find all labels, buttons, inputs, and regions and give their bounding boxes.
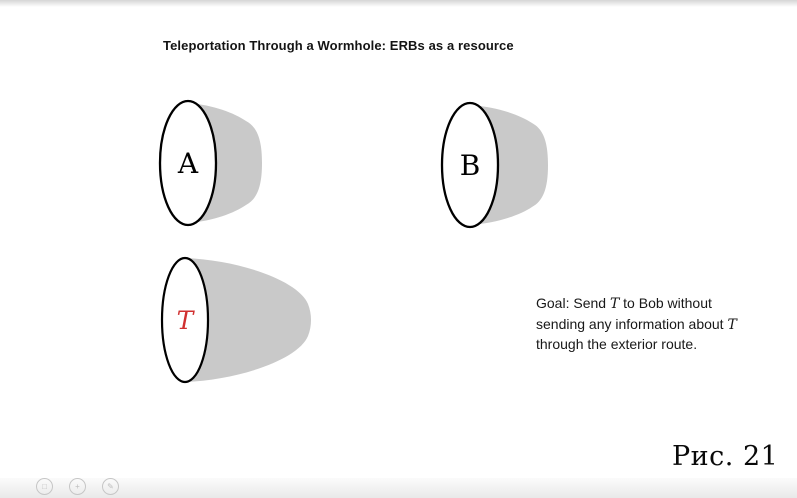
wormhole-b-figure: B xyxy=(440,101,548,229)
zoom-icon[interactable]: + xyxy=(69,478,86,495)
wormhole-b-label: B xyxy=(460,149,481,182)
teleportee-symbol-inline-1: T xyxy=(609,296,620,312)
overview-icon-glyph: □ xyxy=(42,481,47,491)
goal-text: Goal: Send T to Bob without sending any … xyxy=(536,294,750,355)
annotate-icon[interactable]: ✎ xyxy=(102,478,119,495)
bottom-window-edge xyxy=(0,478,797,498)
figure-caption: Рис. 21 xyxy=(672,441,779,472)
wormhole-t-mouth xyxy=(160,256,210,384)
wormhole-a-mouth xyxy=(158,99,218,227)
viewer-toolbar: □ + ✎ xyxy=(36,478,119,495)
zoom-icon-glyph: + xyxy=(75,481,80,491)
wormhole-a-figure: A xyxy=(158,99,262,227)
wormhole-t-figure: T xyxy=(160,256,311,384)
wormhole-b-mouth xyxy=(440,101,500,229)
wormhole-a-label: A xyxy=(177,147,199,180)
slide-title: Teleportation Through a Wormhole: ERBs a… xyxy=(163,38,514,53)
top-window-edge xyxy=(0,0,797,7)
teleportee-symbol: T xyxy=(177,306,196,335)
overview-icon[interactable]: □ xyxy=(36,478,53,495)
wormhole-t-bullet-shape xyxy=(185,258,311,382)
goal-part2: to Bob without sending any information a… xyxy=(536,295,728,332)
teleportee-symbol-inline-2: T xyxy=(727,316,737,333)
goal-part3: through the exterior route. xyxy=(536,336,698,353)
goal-part1: Goal: Send xyxy=(536,295,610,311)
annotate-icon-glyph: ✎ xyxy=(107,481,114,491)
